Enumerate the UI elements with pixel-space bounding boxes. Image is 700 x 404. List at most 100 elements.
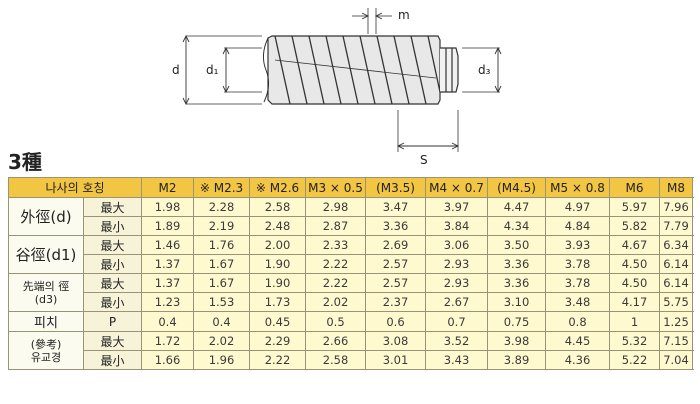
table-cell: 3.43: [425, 350, 489, 370]
table-cell: 2.48: [249, 216, 307, 236]
table-cell: 2.58: [249, 197, 307, 217]
parameter-label: (參考)유교경: [8, 331, 84, 370]
table-cell: 3.52: [425, 331, 489, 351]
table-cell: 2.57: [365, 273, 427, 293]
table-cell: 0.8: [545, 311, 611, 332]
table-cell: 3.48: [545, 292, 611, 312]
table-cell: 2.93: [425, 254, 489, 274]
column-header: M3 × 0.5: [305, 177, 367, 198]
dim-label-s: S: [420, 153, 428, 167]
table-cell: 4.97: [545, 197, 611, 217]
table-cell: 3.06: [425, 235, 489, 255]
table-cell: 2.00: [249, 235, 307, 255]
table-cell: 3.84: [425, 216, 489, 236]
type-title: 3種: [8, 150, 42, 174]
table-cell: 0.5: [305, 311, 367, 332]
table-cell: 2.22: [249, 350, 307, 370]
column-header: ※ M2.3: [193, 177, 251, 198]
table-cell: 4.17: [609, 292, 661, 312]
table-cell: 1.90: [249, 273, 307, 293]
table-cell: 2.02: [193, 331, 251, 351]
sub-label: 最大: [82, 235, 143, 255]
sub-label: 最大: [82, 331, 143, 351]
table-cell: 1.37: [141, 273, 195, 293]
table-cell: 1.98: [141, 197, 195, 217]
table-cell: 2.37: [365, 292, 427, 312]
table-cell: 3.50: [487, 235, 547, 255]
table-cell: 1.66: [141, 350, 195, 370]
table-cell: 0.6: [365, 311, 427, 332]
dim-label-d1: d₁: [206, 63, 219, 77]
table-cell: 3.36: [487, 254, 547, 274]
table-cell: 1.72: [141, 331, 195, 351]
table-cell: 3.10: [487, 292, 547, 312]
table-cell: 0.4: [193, 311, 251, 332]
table-cell: 3.93: [545, 235, 611, 255]
table-cell: 7.79: [659, 216, 694, 236]
table-cell: 5.32: [609, 331, 661, 351]
table-cell: 4.84: [545, 216, 611, 236]
table-cell: 5.75: [659, 292, 694, 312]
sub-label: 最小: [82, 216, 143, 236]
table-cell: 1.53: [193, 292, 251, 312]
table-cell: 6.14: [659, 273, 694, 293]
table-cell: 2.93: [425, 273, 489, 293]
table-cell: 2.57: [365, 254, 427, 274]
table-cell: 2.02: [305, 292, 367, 312]
column-header: M5 × 0.8: [545, 177, 611, 198]
dim-label-d3: d₃: [478, 63, 491, 77]
table-cell: 6.34: [659, 235, 694, 255]
table-cell: 5.22: [609, 350, 661, 370]
table-cell: 2.87: [305, 216, 367, 236]
table-cell: 4.45: [545, 331, 611, 351]
table-cell: 1.46: [141, 235, 195, 255]
table-cell: 1.23: [141, 292, 195, 312]
table-cell: 3.01: [365, 350, 427, 370]
table-cell: 3.08: [365, 331, 427, 351]
table-cell: 1.67: [193, 254, 251, 274]
parameter-label-line: (參考): [30, 337, 62, 351]
column-header: M8: [659, 177, 694, 198]
column-header: M2: [141, 177, 195, 198]
table-cell: 4.34: [487, 216, 547, 236]
sub-label: 最小: [82, 254, 143, 274]
column-header: (M3.5): [365, 177, 427, 198]
table-cell: 7.96: [659, 197, 694, 217]
sub-label: P: [82, 311, 143, 332]
table-cell: 2.67: [425, 292, 489, 312]
table-cell: 2.29: [249, 331, 307, 351]
table-cell: 2.33: [305, 235, 367, 255]
table-cell: 1.90: [249, 254, 307, 274]
table-cell: 3.98: [487, 331, 547, 351]
table-cell: 2.98: [305, 197, 367, 217]
table-cell: 2.22: [305, 273, 367, 293]
table-cell: 4.50: [609, 254, 661, 274]
table-cell: 3.78: [545, 254, 611, 274]
table-cell: 2.58: [305, 350, 367, 370]
table-cell: 2.66: [305, 331, 367, 351]
table-cell: 0.7: [425, 311, 489, 332]
table-cell: 1.96: [193, 350, 251, 370]
table-cell: 3.89: [487, 350, 547, 370]
table-cell: 1.25: [659, 311, 694, 332]
table-cell: 1.67: [193, 273, 251, 293]
table-cell: 0.4: [141, 311, 195, 332]
parameter-label: 外徑(d): [8, 197, 84, 236]
table-cell: 3.47: [365, 197, 427, 217]
dim-label-m: m: [398, 8, 410, 22]
table-cell: 3.78: [545, 273, 611, 293]
table-cell: 5.82: [609, 216, 661, 236]
table-cell: 4.50: [609, 273, 661, 293]
column-header: (M4.5): [487, 177, 547, 198]
sub-label: 最大: [82, 197, 143, 217]
parameter-label: 谷徑(d1): [8, 235, 84, 274]
